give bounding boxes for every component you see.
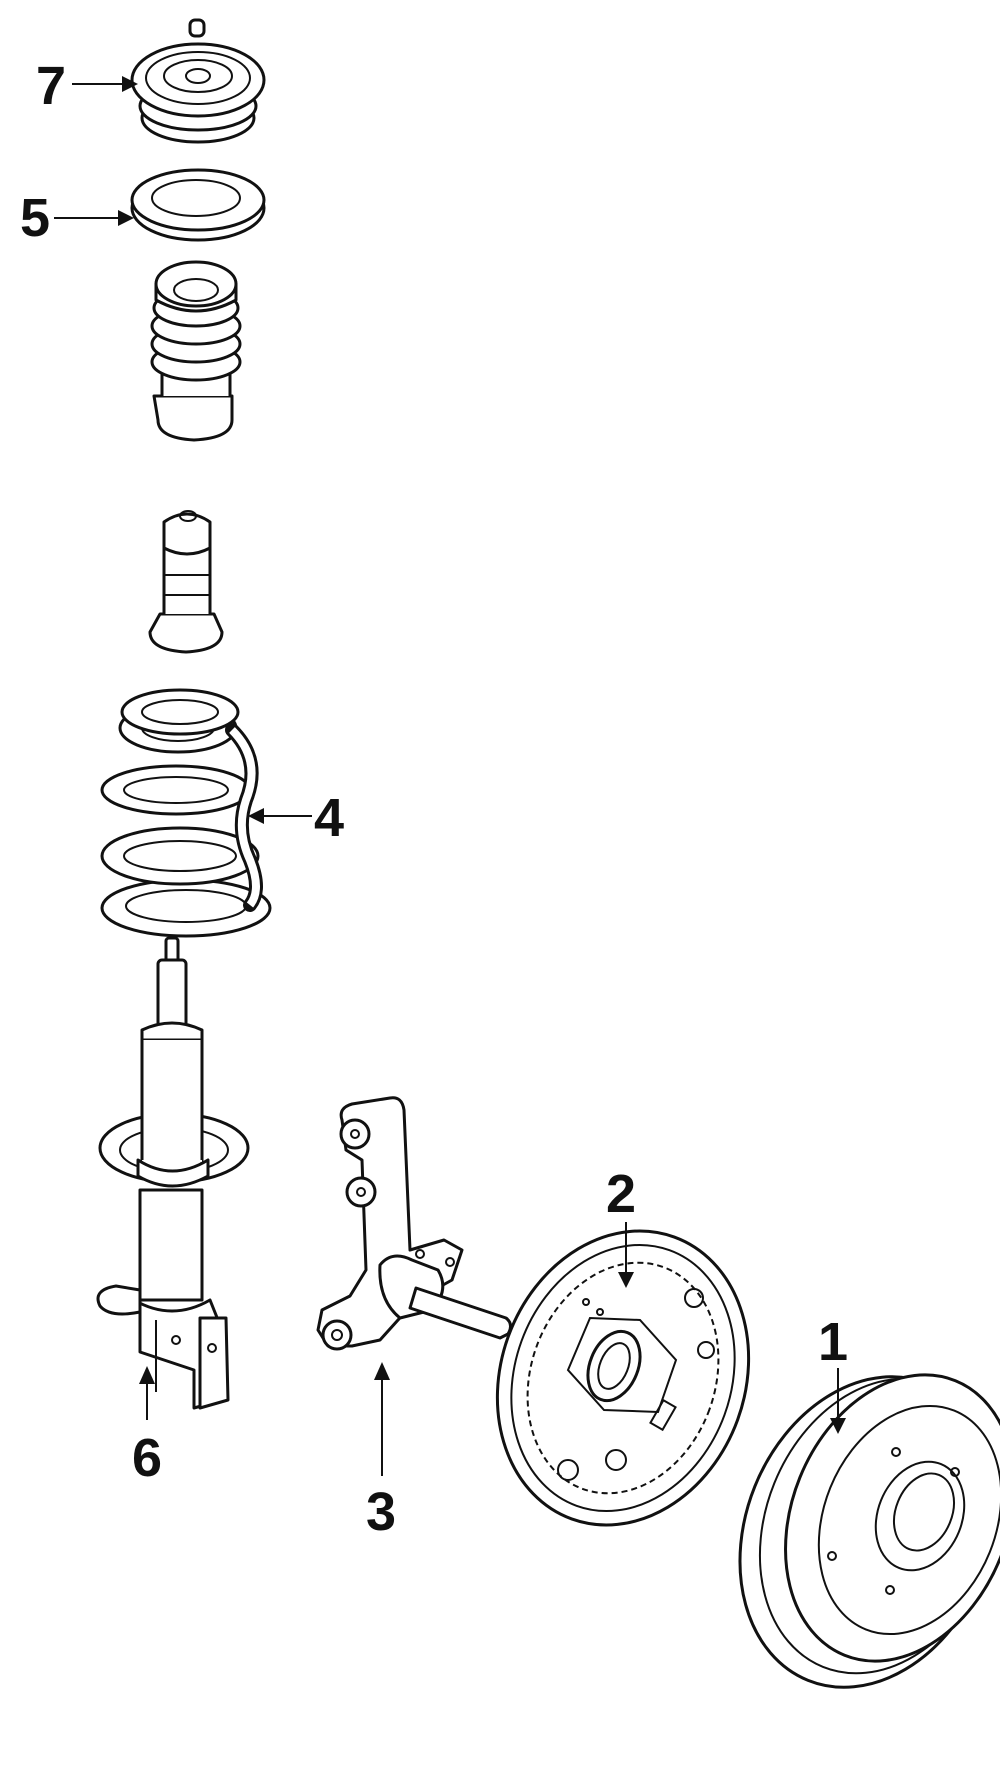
arrow-icon	[139, 1366, 155, 1384]
callout-label-3: 3	[366, 1482, 396, 1542]
arrow-icon	[830, 1418, 846, 1434]
arrow-icon	[122, 76, 138, 92]
callout-3: 3	[366, 1362, 396, 1542]
arrow-icon	[374, 1362, 390, 1380]
backing-plate-part[interactable]	[457, 1195, 789, 1560]
callout-label-5: 5	[20, 188, 50, 248]
callout-label-2: 2	[606, 1164, 636, 1224]
coil-spring-part[interactable]	[100, 688, 272, 938]
callout-label-4: 4	[314, 788, 344, 848]
callout-4: 4	[248, 788, 344, 848]
strut-mount-part[interactable]	[130, 18, 266, 144]
callout-label-6: 6	[132, 1428, 162, 1488]
callout-label-1: 1	[818, 1312, 848, 1372]
arrow-icon	[618, 1272, 634, 1288]
callout-7: 7	[36, 56, 138, 116]
strut-assembly-part[interactable]	[96, 936, 250, 1410]
arrow-icon	[248, 808, 264, 824]
callout-label-7: 7	[36, 56, 66, 116]
arrow-icon	[118, 210, 134, 226]
callout-5: 5	[20, 188, 134, 248]
spring-seat-part[interactable]	[130, 168, 266, 242]
callout-2: 2	[606, 1164, 636, 1288]
callout-6: 6	[132, 1366, 162, 1488]
callout-1: 1	[818, 1312, 848, 1434]
spring-boot-part[interactable]	[150, 260, 242, 442]
steering-knuckle-part[interactable]	[316, 1096, 513, 1351]
bump-stop-part[interactable]	[148, 510, 224, 654]
brake-drum-part[interactable]	[695, 1338, 1000, 1726]
